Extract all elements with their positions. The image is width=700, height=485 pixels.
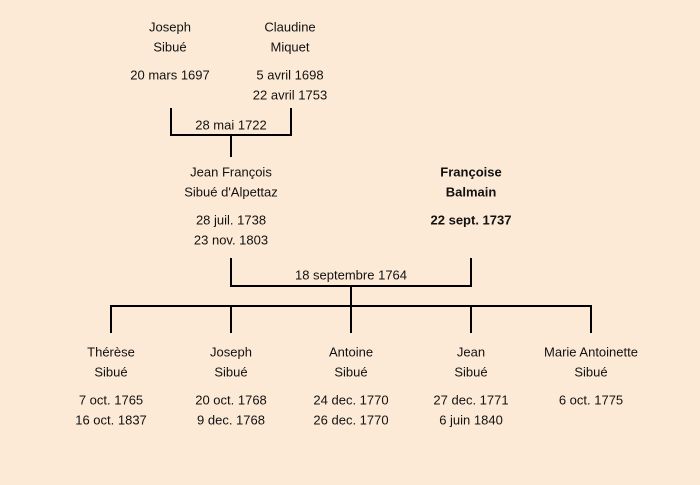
death-date: 9 dec. 1768 xyxy=(197,412,265,428)
last-name: Miquet xyxy=(270,39,310,55)
birth-date: 22 sept. 1737 xyxy=(430,212,512,228)
first-name: Joseph xyxy=(149,19,191,35)
birth-date: 20 oct. 1768 xyxy=(195,392,267,408)
connector-line xyxy=(230,305,232,333)
connector-line xyxy=(470,305,472,333)
first-name: Jean xyxy=(456,344,486,360)
last-name: Sibué xyxy=(334,364,368,380)
last-name: Sibué xyxy=(214,364,248,380)
last-name: Sibué xyxy=(94,364,128,380)
first-name: Joseph xyxy=(210,344,252,360)
connector-line xyxy=(230,134,232,157)
last-name: Balmain xyxy=(445,184,497,200)
connector-line xyxy=(110,305,112,333)
marriage-date: 28 mai 1722 xyxy=(195,117,267,133)
death-date: 22 avril 1753 xyxy=(252,87,328,103)
connector-line xyxy=(350,285,352,306)
connector-line xyxy=(290,108,292,136)
first-name: Marie Antoinette xyxy=(544,344,638,360)
first-name: Françoise xyxy=(440,164,502,180)
birth-date: 24 dec. 1770 xyxy=(313,392,389,408)
first-name: Claudine xyxy=(264,19,316,35)
connector-line xyxy=(230,258,232,287)
last-name: Sibué xyxy=(574,364,608,380)
connector-line xyxy=(590,305,592,333)
connector-line xyxy=(470,258,472,287)
death-date: 6 juin 1840 xyxy=(439,412,503,428)
connector-line xyxy=(170,108,172,136)
last-name: Sibué d'Alpettaz xyxy=(184,184,278,200)
death-date: 16 oct. 1837 xyxy=(75,412,147,428)
connector-line xyxy=(350,305,352,333)
birth-date: 20 mars 1697 xyxy=(130,67,210,83)
death-date: 26 dec. 1770 xyxy=(313,412,389,428)
birth-date: 5 avril 1698 xyxy=(256,67,324,83)
last-name: Sibué xyxy=(153,39,187,55)
birth-date: 6 oct. 1775 xyxy=(558,392,624,408)
last-name: Sibué xyxy=(454,364,488,380)
marriage-date: 18 septembre 1764 xyxy=(294,267,408,283)
first-name: Jean François xyxy=(190,164,272,180)
birth-date: 27 dec. 1771 xyxy=(433,392,509,408)
birth-date: 7 oct. 1765 xyxy=(78,392,144,408)
birth-date: 28 juil. 1738 xyxy=(195,212,267,228)
death-date: 23 nov. 1803 xyxy=(193,232,269,248)
first-name: Antoine xyxy=(328,344,374,360)
first-name: Thérèse xyxy=(87,344,135,360)
